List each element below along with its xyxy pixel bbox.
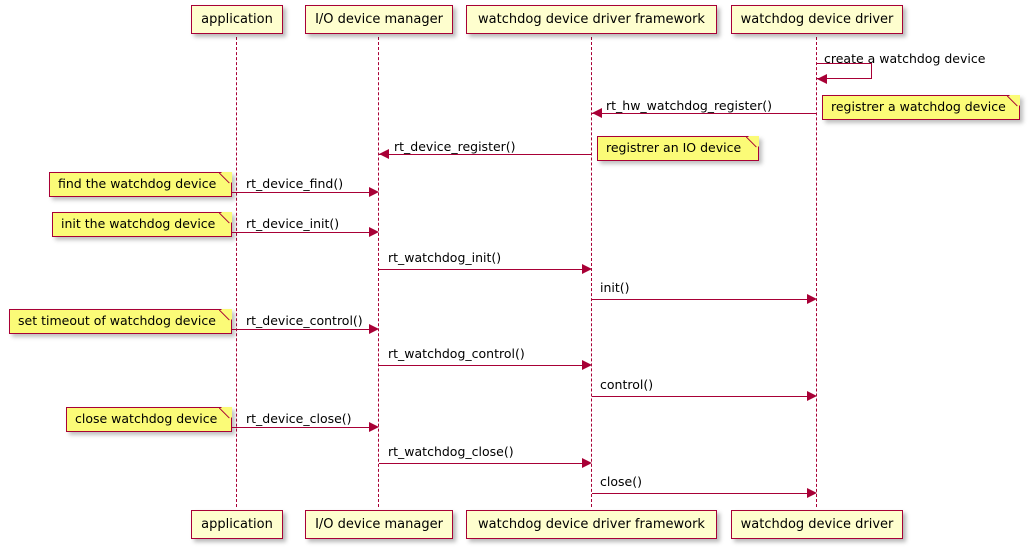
arrowhead-rt-device-close [369, 422, 379, 432]
message-line-rt-watchdog-control [379, 365, 582, 366]
participant-header-watchdog-driver[interactable]: watchdog device driver [731, 5, 903, 34]
lifeline-watchdog-driver [816, 37, 817, 507]
message-line-rt-watchdog-close [379, 463, 582, 464]
note-fold-edge-icon [1007, 95, 1020, 108]
message-label-rt-device-control: rt_device_control() [246, 313, 363, 328]
arrowhead-rt-device-find [369, 187, 379, 197]
note-init-the-watchdog-device: init the watchdog device [52, 212, 232, 237]
message-label-rt-watchdog-control: rt_watchdog_control() [388, 346, 525, 361]
message-line-rt-watchdog-init [379, 269, 582, 270]
note-fold-edge-icon [219, 407, 232, 420]
note-fold-edge-icon [219, 309, 232, 322]
participant-footer-watchdog-driver[interactable]: watchdog device driver [731, 510, 903, 539]
note-find-the-watchdog-device: find the watchdog device [49, 172, 232, 197]
lifeline-io-device-manager [378, 37, 379, 507]
arrowhead-rt-watchdog-init [582, 264, 592, 274]
note-connector-close-device [232, 427, 238, 428]
note-label: set timeout of watchdog device [18, 313, 216, 329]
note-connector-init-device [232, 232, 238, 233]
message-line-rt-device-control [237, 329, 369, 330]
message-label-rt-watchdog-init: rt_watchdog_init() [388, 250, 502, 265]
message-label-control: control() [600, 377, 654, 392]
message-line-control [592, 396, 807, 397]
participant-label: watchdog device driver [740, 12, 894, 27]
participant-header-application[interactable]: application [191, 5, 283, 34]
note-set-timeout-of-watchdog-device: set timeout of watchdog device [9, 309, 232, 334]
note-registrer-a-watchdog-device: registrer a watchdog device [822, 95, 1020, 120]
note-close-watchdog-device: close watchdog device [66, 407, 232, 432]
message-line-rt-device-init [237, 232, 369, 233]
participant-label: watchdog device driver framework [478, 517, 705, 532]
arrowhead-rt-watchdog-control [582, 360, 592, 370]
note-label: registrer a watchdog device [831, 99, 1006, 115]
participant-label: I/O device manager [315, 12, 443, 27]
participant-footer-watchdog-framework[interactable]: watchdog device driver framework [466, 510, 717, 539]
message-label-create-watchdog-device: create a watchdog device [824, 51, 986, 66]
note-label: registrer an IO device [606, 140, 742, 156]
note-registrer-an-io-device: registrer an IO device [597, 136, 759, 161]
participant-footer-application[interactable]: application [191, 510, 283, 539]
note-fold-edge-icon [219, 212, 232, 225]
message-label-rt-hw-watchdog-register: rt_hw_watchdog_register() [606, 98, 772, 113]
participant-header-watchdog-framework[interactable]: watchdog device driver framework [466, 5, 717, 34]
message-line-close [592, 493, 807, 494]
note-connector-find-device [232, 192, 238, 193]
note-fold-edge-icon [746, 136, 759, 149]
arrowhead-rt-device-init [369, 227, 379, 237]
arrowhead-rt-device-control [369, 324, 379, 334]
participant-footer-io-device-manager[interactable]: I/O device manager [305, 510, 453, 539]
message-label-rt-device-register: rt_device_register() [394, 139, 516, 154]
arrowhead-close [807, 488, 817, 498]
note-connector-set-timeout [232, 329, 238, 330]
note-label: init the watchdog device [61, 216, 216, 232]
self-message-create-watchdog-device [817, 63, 872, 79]
message-label-rt-device-find: rt_device_find() [246, 176, 344, 191]
participant-label: I/O device manager [315, 517, 443, 532]
message-label-rt-device-init: rt_device_init() [246, 216, 340, 231]
message-label-close: close() [600, 474, 642, 489]
arrowhead-control [807, 391, 817, 401]
message-line-rt-device-register [379, 154, 592, 155]
message-line-rt-device-close [237, 427, 369, 428]
participant-label: application [201, 12, 273, 27]
arrowhead-init [807, 294, 817, 304]
arrowhead-create-watchdog-device [817, 74, 827, 84]
message-line-rt-hw-watchdog-register [592, 113, 817, 114]
note-fold-edge-icon [219, 172, 232, 185]
message-label-init: init() [600, 280, 630, 295]
message-label-rt-device-close: rt_device_close() [246, 411, 352, 426]
note-label: find the watchdog device [58, 176, 217, 192]
lifeline-application [236, 37, 237, 507]
message-line-rt-device-find [237, 192, 369, 193]
note-label: close watchdog device [75, 411, 218, 427]
arrowhead-rt-device-register [379, 149, 389, 159]
arrowhead-rt-hw-watchdog-register [592, 108, 602, 118]
participant-label: application [201, 517, 273, 532]
participant-label: watchdog device driver [740, 517, 894, 532]
message-line-init [592, 299, 807, 300]
arrowhead-rt-watchdog-close [582, 458, 592, 468]
participant-label: watchdog device driver framework [478, 12, 705, 27]
message-label-rt-watchdog-close: rt_watchdog_close() [388, 444, 514, 459]
participant-header-io-device-manager[interactable]: I/O device manager [305, 5, 453, 34]
